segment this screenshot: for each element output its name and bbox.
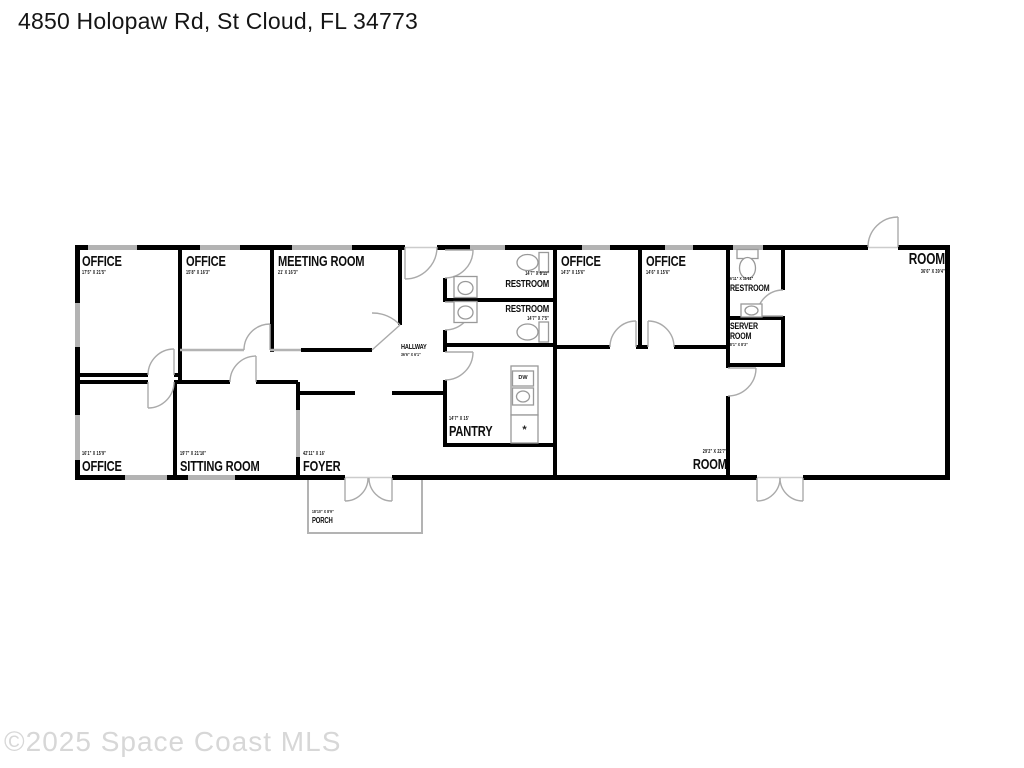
room-label-pantry: 14'7" X 15' PANTRY <box>449 416 493 440</box>
room-label-room-2: 29'2" X 22'7" ROOM <box>693 449 727 473</box>
room-name: ROOM <box>908 251 945 268</box>
room-dims: 8'1" X 8'3" <box>730 342 748 347</box>
room-name: SITTING ROOM <box>180 458 260 475</box>
room-name: RESTROOM <box>505 303 549 315</box>
room-name: PANTRY <box>449 423 493 440</box>
toilet-icon <box>516 251 550 274</box>
room-dims: 14'3" X 15'6" <box>561 270 586 276</box>
room-label-office-4: OFFICE 14'6" X 15'6" <box>646 254 686 276</box>
room-name: OFFICE <box>646 253 686 270</box>
room-name: MEETING ROOM <box>278 253 365 270</box>
room-dims: 17'5" X 21'5" <box>82 270 107 276</box>
kitchen-counter <box>510 365 539 444</box>
sink-icon <box>740 303 763 318</box>
porch-outline <box>307 480 423 534</box>
room-dims: 14'7" X 7'5" <box>527 315 549 322</box>
refrigerator-icon <box>510 414 539 444</box>
door-sills <box>345 246 898 479</box>
room-dims: 36'6" X 6'1" <box>401 351 421 357</box>
room-dims: 15'8" X 16'3" <box>186 270 211 276</box>
sink-icon <box>453 300 478 324</box>
room-label-restroom-2: RESTROOM 14'7" X 7'5" <box>505 304 549 322</box>
refrigerator-label: * <box>522 424 527 436</box>
room-label-restroom-3: 6'11" X 11'11" RESTROOM <box>730 276 770 294</box>
room-name: SERVER ROOM <box>730 321 758 342</box>
room-label-meeting-room: MEETING ROOM 21' X 16'3" <box>278 253 365 276</box>
room-dims: 21' X 16'3" <box>278 270 298 276</box>
room-dims: 29'2" X 22'7" <box>702 449 727 455</box>
room-dims: 14'6" X 15'6" <box>646 270 671 276</box>
toilet-icon <box>516 321 550 343</box>
room-name: OFFICE <box>186 253 226 270</box>
room-label-office-3: OFFICE 14'3" X 15'6" <box>561 254 601 276</box>
room-name: OFFICE <box>561 253 601 270</box>
dishwasher-label: DW <box>518 375 528 381</box>
room-dims: 14'7" X 8'11" <box>525 271 549 277</box>
room-name: OFFICE <box>82 458 122 475</box>
page-title: 4850 Holopaw Rd, St Cloud, FL 34773 <box>18 8 418 34</box>
room-name: RESTROOM <box>730 282 770 294</box>
room-dims: 16'1" X 15'9" <box>82 451 107 457</box>
room-dims: 19'7" X 21'10" <box>180 451 207 457</box>
room-name: OFFICE <box>82 253 122 270</box>
sink-icon <box>453 275 478 299</box>
room-dims: 42'11" X 16' <box>303 451 325 457</box>
room-label-office-1: OFFICE 17'5" X 21'5" <box>82 254 122 276</box>
room-label-server-room: SERVER ROOM 8'1" X 8'3" <box>730 322 764 348</box>
dishwasher-icon <box>511 370 535 387</box>
room-label-foyer: 42'11" X 16' FOYER <box>303 451 341 475</box>
room-name: ROOM <box>693 456 727 473</box>
room-dims: 18'10" X 8'9" <box>312 509 334 514</box>
room-label-office-2: OFFICE 15'8" X 16'3" <box>186 254 226 276</box>
room-label-large-room: ROOM 36'6" X 39'4" <box>909 252 945 275</box>
toilet-icon <box>736 248 759 280</box>
room-label-porch: 18'10" X 8'9" PORCH <box>312 509 334 525</box>
room-label-hallway: HALLWAY 36'6" X 6'1" <box>401 343 427 357</box>
fixtures-layer <box>453 248 763 444</box>
watermark: ©2025 Space Coast MLS <box>4 726 342 757</box>
room-name: HALLWAY <box>401 342 427 351</box>
room-label-restroom-1: 14'7" X 8'11" RESTROOM <box>505 272 549 290</box>
windows-layer <box>75 245 763 480</box>
room-dims: 6'11" X 11'11" <box>730 276 754 281</box>
room-name: FOYER <box>303 458 341 475</box>
room-dims: 36'6" X 39'4" <box>920 269 945 275</box>
room-dims: 14'7" X 15' <box>449 416 469 422</box>
room-label-office-5: 16'1" X 15'9" OFFICE <box>82 451 122 475</box>
room-label-sitting-room: 19'7" X 21'10" SITTING ROOM <box>180 451 260 475</box>
room-name: RESTROOM <box>505 278 549 290</box>
room-name: PORCH <box>312 515 333 525</box>
walls-layer <box>75 245 950 480</box>
